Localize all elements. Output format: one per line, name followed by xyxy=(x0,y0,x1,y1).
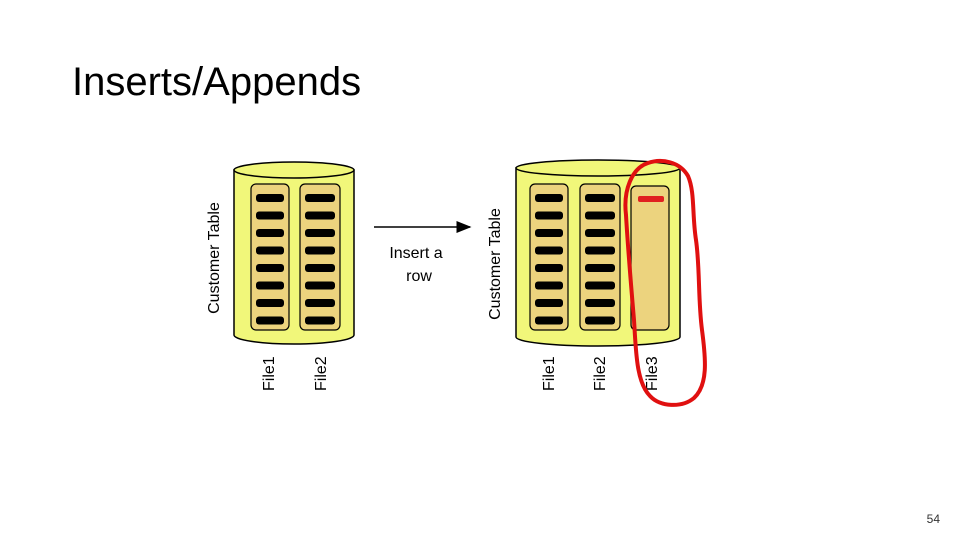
record-row xyxy=(585,299,615,307)
record-row xyxy=(535,211,563,220)
right-file2-label: File2 xyxy=(592,356,609,391)
record-row xyxy=(305,299,335,307)
arrow-label-line1: Insert a xyxy=(389,245,442,262)
record-row xyxy=(535,299,563,307)
record-row xyxy=(256,264,284,272)
record-row xyxy=(585,211,615,220)
right-file3-label: File3 xyxy=(644,356,661,391)
arrow-label-line2: row xyxy=(406,268,432,285)
record-row xyxy=(535,281,563,290)
record-row xyxy=(585,194,615,202)
record-row xyxy=(305,211,335,220)
record-row xyxy=(585,246,615,255)
right-file1-label: File1 xyxy=(541,356,558,391)
record-row xyxy=(305,316,335,325)
record-row xyxy=(256,211,284,220)
left-customer-table: Customer Table File1 File2 xyxy=(206,161,355,391)
record-row xyxy=(585,264,615,272)
record-row xyxy=(535,264,563,272)
record-row xyxy=(256,299,284,307)
record-row xyxy=(256,229,284,237)
record-row xyxy=(305,246,335,255)
record-row xyxy=(256,316,284,325)
record-row xyxy=(535,229,563,237)
left-file1-label: File1 xyxy=(261,356,278,391)
right-customer-table: Customer Table File1 File2 File3 xyxy=(487,159,681,391)
left-file1-rows xyxy=(256,194,284,325)
file3-highlight-loop xyxy=(623,158,707,407)
left-cylinder-top xyxy=(233,161,355,179)
right-table-label: Customer Table xyxy=(487,208,504,320)
record-row xyxy=(585,229,615,237)
right-file2-rows xyxy=(585,194,615,325)
right-file3-box xyxy=(630,185,670,331)
left-file2-box xyxy=(299,183,341,331)
insert-arrow-group: Insert a row xyxy=(374,221,472,285)
record-row xyxy=(305,229,335,237)
left-file2-label: File2 xyxy=(313,356,330,391)
record-row xyxy=(256,281,284,290)
right-file3-new-row xyxy=(638,196,664,202)
left-file2-rows xyxy=(305,194,335,325)
left-table-label: Customer Table xyxy=(206,202,223,314)
record-row xyxy=(585,316,615,325)
record-row xyxy=(305,281,335,290)
record-row xyxy=(305,264,335,272)
slide-title: Inserts/Appends xyxy=(72,60,362,104)
record-row xyxy=(535,194,563,202)
right-file1-box xyxy=(529,183,569,331)
right-file2-box xyxy=(579,183,621,331)
record-row xyxy=(535,316,563,325)
page-number: 54 xyxy=(926,512,940,526)
record-row xyxy=(535,246,563,255)
right-file1-rows xyxy=(535,194,563,325)
record-row xyxy=(305,194,335,202)
record-row xyxy=(256,246,284,255)
record-row xyxy=(256,194,284,202)
record-row xyxy=(585,281,615,290)
left-file1-box xyxy=(250,183,290,331)
